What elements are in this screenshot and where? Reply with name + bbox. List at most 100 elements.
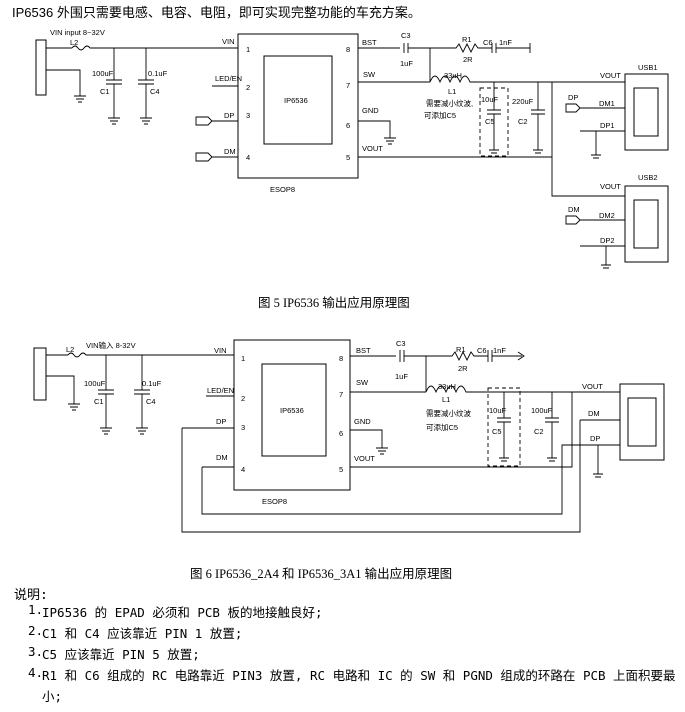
f5-usb1-connector	[624, 73, 669, 151]
f5-c2-value: 220uF	[512, 97, 534, 106]
notes-title: 说明:	[14, 588, 48, 603]
intro-text: IP6536 外围只需要电感、电容、电阻，即可实现完整功能的车充方案。	[12, 5, 421, 20]
f6-c5-ref: C5	[492, 427, 502, 436]
note-num-1: 1.	[28, 602, 44, 617]
f5-port-dm	[195, 152, 213, 162]
note-num-3: 3.	[28, 644, 44, 659]
dc-input-jack	[35, 39, 47, 96]
figure-6-caption: 图 6 IP6536_2A4 和 IP6536_3A1 输出应用原理图	[190, 567, 453, 581]
f5-c1-value: 100uF	[92, 69, 114, 78]
f6-l2-inductor	[67, 352, 234, 358]
f5-pin-dm: DM	[224, 147, 236, 156]
note-item-3: 3. C5 应该靠近 PIN 5 放置;	[28, 644, 200, 663]
f6-c1-value: 100uF	[84, 379, 106, 388]
f6-usb-connector	[619, 383, 665, 461]
note-text-4: R1 和 C6 组成的 RC 电路靠近 PIN3 放置, RC 电路和 IC 的…	[42, 668, 676, 683]
f5-pin-num-1: 1	[246, 45, 250, 54]
f6-pin-num-5: 5	[339, 465, 343, 474]
f5-usb1-dp-port	[565, 103, 581, 113]
f6-usb-dm: DM	[588, 409, 600, 418]
f6-pin-bst: BST	[356, 346, 371, 355]
f5-ic-body	[237, 33, 359, 179]
f6-pin-gnd: GND	[354, 417, 371, 426]
f5-usb2-label: USB2	[638, 173, 658, 182]
f5-pin-num-2: 2	[246, 83, 250, 92]
f5-dp1: DP1	[600, 121, 615, 130]
f6-pin-sw: SW	[356, 378, 369, 387]
f6-dc-input-jack	[33, 347, 47, 401]
f5-pin-num-3: 3	[246, 111, 250, 120]
f6-pin-num-2: 2	[241, 394, 245, 403]
f5-pin-num-6: 6	[346, 121, 350, 130]
f6-pin-dp: DP	[216, 417, 226, 426]
f5-l1-value: 33uH	[444, 71, 462, 80]
f5-pin-vout: VOUT	[362, 144, 383, 153]
f6-dm-trace	[201, 444, 582, 515]
note-num-2: 2.	[28, 623, 44, 638]
f5-c4-ref: C4	[150, 87, 160, 96]
f5-c6-value: 1nF	[499, 38, 512, 47]
f6-note-ripple: 需要减小纹波	[426, 408, 471, 418]
figure-5-caption: 图 5 IP6536 输出应用原理图	[258, 296, 410, 310]
f6-pin-num-3: 3	[241, 423, 245, 432]
f6-chip-name: IP6536	[280, 406, 304, 415]
f5-pin-num-7: 7	[346, 81, 350, 90]
f5-dm1: DM1	[599, 99, 615, 108]
f6-r1-ref: R1	[456, 345, 466, 354]
note-item-2: 2. C1 和 C4 应该靠近 PIN 1 放置;	[28, 623, 243, 642]
f6-ic-body	[233, 339, 351, 491]
f5-c1-ref: C1	[100, 87, 110, 96]
f6-pin-num-1: 1	[241, 354, 245, 363]
f6-l1-value: 33uH	[438, 382, 456, 391]
f6-note-c5: 可添加C5	[426, 422, 458, 432]
f5-ic-epad	[263, 55, 333, 145]
f5-note-c5: 可添加C5	[424, 110, 456, 120]
f5-dm2: DM2	[599, 211, 615, 220]
f6-package: ESOP8	[262, 497, 287, 506]
f6-pin-num-7: 7	[339, 390, 343, 399]
f6-c3-ref: C3	[396, 339, 406, 348]
f6-c1-ref: C1	[94, 397, 104, 406]
f5-l1-ref: L1	[448, 87, 456, 96]
f5-pin-gnd: GND	[362, 106, 379, 115]
f5-pin-led-en: LED/EN	[215, 74, 242, 83]
f6-c3-value: 1uF	[395, 372, 408, 381]
f5-c6-ref: C6	[483, 38, 493, 47]
f5-c4-value: 0.1uF	[148, 69, 168, 78]
f6-pin-num-8: 8	[339, 354, 343, 363]
f5-usb1-dp: DP	[568, 93, 578, 102]
f5-port-dp	[195, 116, 213, 126]
f6-c4-value: 0.1uF	[142, 379, 162, 388]
f5-note-ripple: 需要减小纹波,	[426, 98, 473, 108]
f6-pin-dm: DM	[216, 453, 228, 462]
f6-r1-value: 2R	[458, 364, 468, 373]
f5-pin-bst: BST	[362, 38, 377, 47]
note-text-3: C5 应该靠近 PIN 5 放置;	[42, 647, 200, 662]
f5-chip-name: IP6536	[284, 96, 308, 105]
f5-pin-vin: VIN	[222, 37, 235, 46]
f6-usb-dp: DP	[590, 434, 600, 443]
f5-l1-inductor	[429, 75, 552, 84]
f6-c2-ref: C2	[534, 427, 544, 436]
f6-pin-vout: VOUT	[354, 454, 375, 463]
f6-pin-num-4: 4	[241, 465, 245, 474]
note-text-2: C1 和 C4 应该靠近 PIN 1 放置;	[42, 626, 243, 641]
f6-pin-vin: VIN	[214, 346, 227, 355]
f5-usb1-vout: VOUT	[600, 71, 621, 80]
f6-c5-zone	[487, 387, 521, 467]
f6-l1-ref: L1	[442, 395, 450, 404]
f6-usb-vout: VOUT	[582, 382, 603, 391]
f5-c3-ref: C3	[401, 31, 411, 40]
f6-l2-label: L2	[66, 345, 74, 354]
f5-c5-ref: C5	[485, 117, 495, 126]
f6-pin-num-6: 6	[339, 429, 343, 438]
f6-ic-epad	[261, 363, 327, 457]
f6-c6-ref: C6	[477, 346, 487, 355]
f6-vin-label: VIN输入 8-32V	[86, 340, 136, 350]
f5-pin-num-5: 5	[346, 153, 350, 162]
f5-r1-ref: R1	[462, 35, 472, 44]
f6-l1-inductor	[425, 385, 572, 394]
f5-package: ESOP8	[270, 185, 295, 194]
note-item-4: 4. R1 和 C6 组成的 RC 电路靠近 PIN3 放置, RC 电路和 I…	[28, 665, 676, 684]
